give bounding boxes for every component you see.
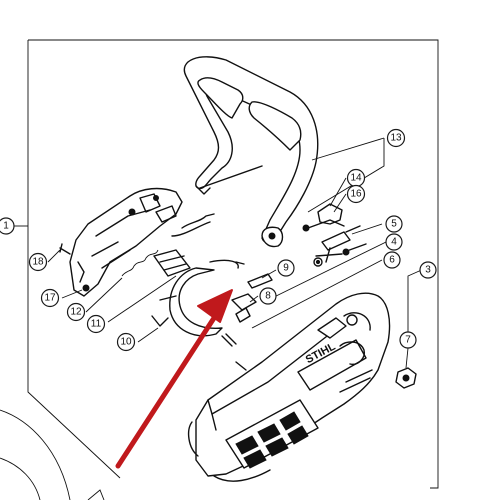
callout-9: 9 bbox=[277, 259, 295, 277]
leader-16 bbox=[333, 193, 347, 213]
callout-17: 17 bbox=[40, 288, 60, 308]
callout-10: 10 bbox=[116, 332, 136, 352]
callout-label: 5 bbox=[391, 219, 397, 230]
callout-label: 17 bbox=[44, 293, 56, 304]
leader-8 bbox=[249, 295, 259, 303]
callout-label: 14 bbox=[350, 173, 362, 184]
leader-12 bbox=[85, 277, 123, 313]
callout-label: 7 bbox=[405, 335, 411, 346]
callout-1: 1 bbox=[0, 217, 15, 235]
callout-13: 13 bbox=[386, 128, 406, 148]
nut-part bbox=[395, 367, 417, 389]
small-parts bbox=[221, 273, 273, 371]
callout-5: 5 bbox=[385, 215, 403, 233]
callout-label: 3 bbox=[425, 265, 431, 276]
leader-11 bbox=[107, 275, 177, 323]
leader-10 bbox=[137, 327, 159, 343]
callout-3: 3 bbox=[419, 261, 437, 279]
leader-17 bbox=[61, 289, 83, 299]
leader-6 bbox=[251, 259, 383, 329]
leader-5 bbox=[351, 223, 383, 235]
brake-band bbox=[151, 249, 245, 337]
front-handle bbox=[183, 56, 319, 248]
callout-label: 8 bbox=[265, 291, 271, 302]
callout-label: 11 bbox=[91, 319, 102, 330]
callout-label: 13 bbox=[390, 133, 402, 144]
diagram-frame bbox=[28, 39, 439, 489]
leader-9 bbox=[261, 269, 277, 279]
callout-label: 6 bbox=[389, 255, 395, 266]
red-arrow bbox=[115, 289, 233, 469]
callout-11: 11 bbox=[86, 314, 106, 334]
callout-6: 6 bbox=[383, 251, 401, 269]
callout-14: 14 bbox=[346, 168, 366, 188]
diagram-frame-left bbox=[27, 40, 121, 479]
callout-16: 16 bbox=[346, 184, 366, 204]
leader-13 bbox=[307, 137, 385, 213]
callout-7: 7 bbox=[399, 331, 417, 349]
leader-14 bbox=[329, 177, 347, 207]
callout-label: 16 bbox=[350, 189, 362, 200]
callout-4: 4 bbox=[385, 233, 403, 251]
sprocket-cover: STIHL bbox=[187, 292, 391, 482]
bottom-clip bbox=[0, 457, 105, 500]
callout-label: 1 bbox=[3, 221, 9, 232]
callout-label: 10 bbox=[120, 337, 132, 348]
callout-8: 8 bbox=[259, 287, 277, 305]
callout-label: 12 bbox=[70, 307, 82, 318]
callout-12: 12 bbox=[66, 302, 86, 322]
chain-brake-mechanism bbox=[59, 187, 215, 297]
callout-label: 4 bbox=[391, 237, 397, 248]
leader-4 bbox=[267, 241, 387, 301]
leader-18 bbox=[47, 249, 61, 263]
diagram-frame-bottom-left bbox=[0, 409, 71, 500]
leader-7 bbox=[405, 347, 409, 369]
callout-18: 18 bbox=[28, 252, 48, 272]
callout-label: 18 bbox=[32, 257, 44, 268]
callout-label: 9 bbox=[283, 263, 289, 274]
